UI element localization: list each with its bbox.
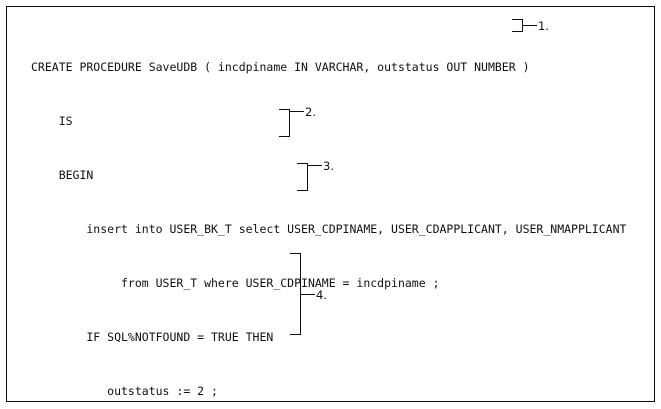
- callout-stem-3: [308, 165, 322, 166]
- code-line: IF SQL%NOTFOUND = TRUE THEN: [31, 330, 274, 344]
- code-line: insert into USER_BK_T select USER_CDPINA…: [31, 222, 627, 236]
- callout-stem-4: [301, 294, 315, 295]
- code-line: CREATE PROCEDURE SaveUDB ( incdpiname IN…: [31, 60, 530, 74]
- callout-label-1: 1.: [538, 19, 549, 33]
- callout-bracket-3: [297, 163, 308, 191]
- callout-bracket-4: [290, 253, 301, 335]
- callout-stem-1: [523, 25, 537, 26]
- callout-label-4: 4.: [316, 288, 327, 302]
- callout-label-2: 2.: [305, 105, 316, 119]
- callout-label-3: 3.: [323, 159, 334, 173]
- code-line: from USER_T where USER_CDPINAME = incdpi…: [31, 276, 440, 290]
- code-line: outstatus := 2 ;: [31, 384, 218, 398]
- code-listing: CREATE PROCEDURE SaveUDB ( incdpiname IN…: [31, 22, 626, 409]
- code-line: IS: [31, 114, 73, 128]
- code-line: BEGIN: [31, 168, 94, 182]
- callout-bracket-2: [279, 109, 290, 137]
- callout-stem-2: [290, 111, 304, 112]
- callout-bracket-1: [512, 19, 523, 32]
- code-frame-border: CREATE PROCEDURE SaveUDB ( incdpiname IN…: [6, 6, 655, 402]
